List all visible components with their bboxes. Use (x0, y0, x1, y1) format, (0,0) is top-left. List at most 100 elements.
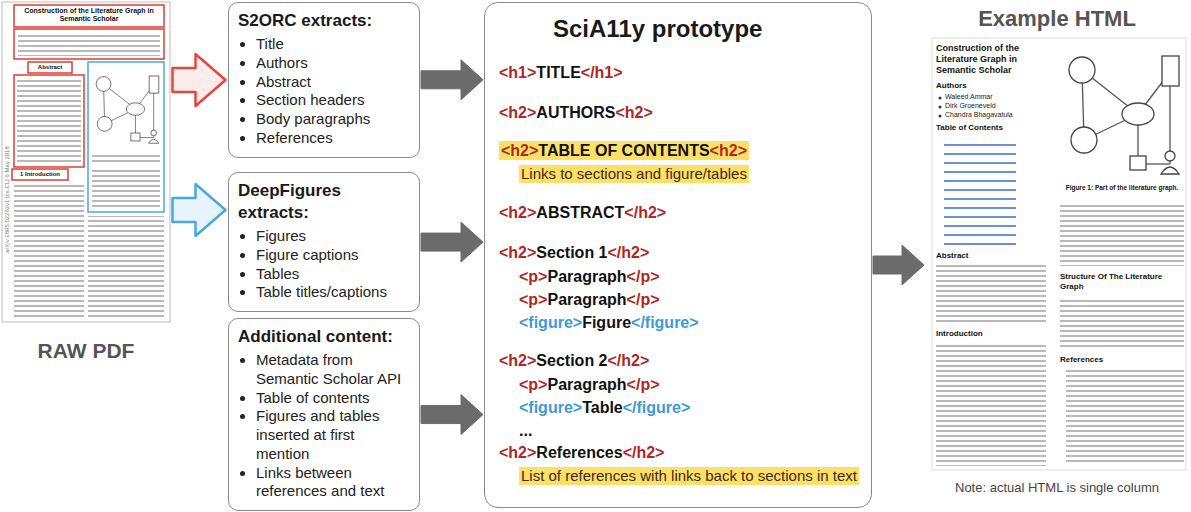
code-token: <p> (519, 376, 547, 393)
code-token: <h2> (499, 444, 536, 461)
figure-caption: Figure 1: Part of the literature graph. (1060, 184, 1184, 192)
html-line: Links to sections and figure/tables (519, 165, 749, 183)
code-token: <h2> (615, 104, 652, 121)
box-title: SciA11y prototype (553, 15, 762, 44)
pdf-heading: 1 Introduction (12, 171, 68, 178)
author-name: Waleed Ammar (945, 93, 1045, 101)
pdf-heading: Abstract (28, 64, 72, 71)
example-html-page (932, 38, 1186, 470)
html-heading: Introduction (936, 329, 1046, 339)
box-heading: Additional content: (238, 326, 411, 348)
flow-arrow (873, 245, 924, 285)
code-token: <h2> (499, 204, 536, 221)
flow-arrow (421, 60, 483, 100)
bullet-item: Body paragraphs (256, 110, 411, 129)
html-line: <h2>AUTHORS<h2> (499, 103, 653, 122)
code-token: Table (582, 399, 623, 416)
box-heading: DeepFigures extracts: (238, 180, 411, 224)
bullet-item: Title (256, 35, 411, 54)
code-token: </h2> (623, 444, 665, 461)
html-heading: Structure Of The Literature Graph (1060, 272, 1184, 291)
raw-pdf: RAW PDF (2, 2, 170, 368)
prototype-box: SciA11y prototype<h1>TITLE</h1><h2>AUTHO… (484, 2, 872, 508)
html-line: <figure>Table</figure> (519, 398, 690, 417)
html-heading: Table of Contents (936, 123, 1046, 133)
box-heading: S2ORC extracts: (238, 10, 411, 32)
panel-title: Example HTML (925, 6, 1189, 32)
code-token: <h2> (499, 352, 536, 369)
html-line: <p>Paragraph</p> (519, 375, 660, 394)
code-token: <p> (519, 268, 547, 285)
icon-label: HTML (491, 24, 543, 41)
code-token: </p> (627, 268, 660, 285)
html-heading: References (1060, 355, 1184, 365)
bullet-item: Authors (256, 54, 411, 73)
code-token: Paragraph (547, 291, 626, 308)
bullet-item: Tables (256, 265, 411, 284)
code-token: <h1> (499, 64, 536, 81)
extract-box: S2ORC extracts: TitleAuthorsAbstractSecti… (228, 2, 420, 158)
panel-note: Note: actual HTML is single column (925, 480, 1189, 496)
html-line: <figure>Figure</figure> (519, 313, 699, 332)
bullet-item: Links between references and text (256, 464, 411, 502)
html-line: <h2>Section 1</h2> (499, 243, 649, 262)
html-line: <p>Paragraph</p> (519, 290, 660, 309)
code-token: </figure> (623, 399, 691, 416)
code-token: </h2> (608, 244, 650, 261)
html-line: ... (519, 421, 532, 440)
bullet-item: Table of contents (256, 389, 411, 408)
bullet-list: FiguresFigure captionsTablesTable titles… (238, 227, 411, 302)
pdf-margin-note: arXiv:1805.02262v1 [cs.CL] 6 May 2018 (4, 135, 11, 265)
code-token: Paragraph (547, 376, 626, 393)
pdf-title: Construction of the Literature Graph in … (15, 7, 163, 24)
code-token: Section 2 (536, 352, 607, 369)
html-line: <h2>ABSTRACT</h2> (499, 203, 666, 222)
html-line: <p>Paragraph</p> (519, 267, 660, 286)
html-heading: Authors (936, 81, 1036, 91)
code-token: </p> (627, 291, 660, 308)
html-title: Construction of the Literature Graph in … (936, 43, 1048, 75)
extract-box: DeepFigures extracts:FiguresFigure capti… (228, 172, 420, 312)
bullet-item: Abstract (256, 73, 411, 92)
bullet-list: Metadata from Semantic Scholar APITable … (238, 351, 411, 501)
code-token: </h2> (608, 352, 650, 369)
code-token: TABLE OF CONTENTS (538, 142, 709, 159)
panel-caption: RAW PDF (2, 338, 170, 363)
bullet-item: Table titles/captions (256, 283, 411, 302)
code-token: Section 1 (536, 244, 607, 261)
bullet-item: Section headers (256, 91, 411, 110)
bullet-item: Figures and tables inserted at first men… (256, 407, 411, 463)
pdf-page (2, 2, 170, 322)
bullet-item: Figures (256, 227, 411, 246)
code-token: <figure> (519, 314, 582, 331)
code-token: </h1> (581, 64, 623, 81)
bullet-item: References (256, 129, 411, 148)
code-token: Paragraph (547, 268, 626, 285)
code-token: </figure> (631, 314, 699, 331)
author-name: Chandra Bhagavatula (945, 111, 1045, 119)
author-name: Dirk Groeneveld (945, 102, 1045, 110)
code-token: Figure (582, 314, 631, 331)
html-line: List of references with links back to se… (519, 467, 859, 485)
bullet-item: Figure captions (256, 246, 411, 265)
extract-box: Additional content: Metadata from Semanti… (228, 318, 420, 511)
bullet-list: TitleAuthorsAbstractSection headersBody … (238, 35, 411, 148)
code-token: <h2> (499, 104, 536, 121)
code-token: <p> (519, 291, 547, 308)
flow-arrow (173, 184, 226, 236)
code-token: <figure> (519, 399, 582, 416)
code-token: <h2> (501, 142, 538, 159)
code-token: <h2> (499, 244, 536, 261)
flow-arrow (421, 222, 483, 262)
code-token: AUTHORS (536, 104, 615, 121)
flow-arrow (173, 54, 226, 106)
html-line: <h2>References</h2> (499, 443, 664, 462)
flow-arrow (421, 395, 483, 435)
code-token: </h2> (624, 204, 666, 221)
code-token: ... (519, 422, 532, 439)
html-line: <h2>TABLE OF CONTENTS<h2> (499, 141, 749, 160)
html-heading: Abstract (936, 251, 1046, 261)
html-line: <h2>Section 2</h2> (499, 351, 649, 370)
code-token: <h2> (710, 142, 747, 159)
bullet-item: Metadata from Semantic Scholar API (256, 351, 411, 389)
